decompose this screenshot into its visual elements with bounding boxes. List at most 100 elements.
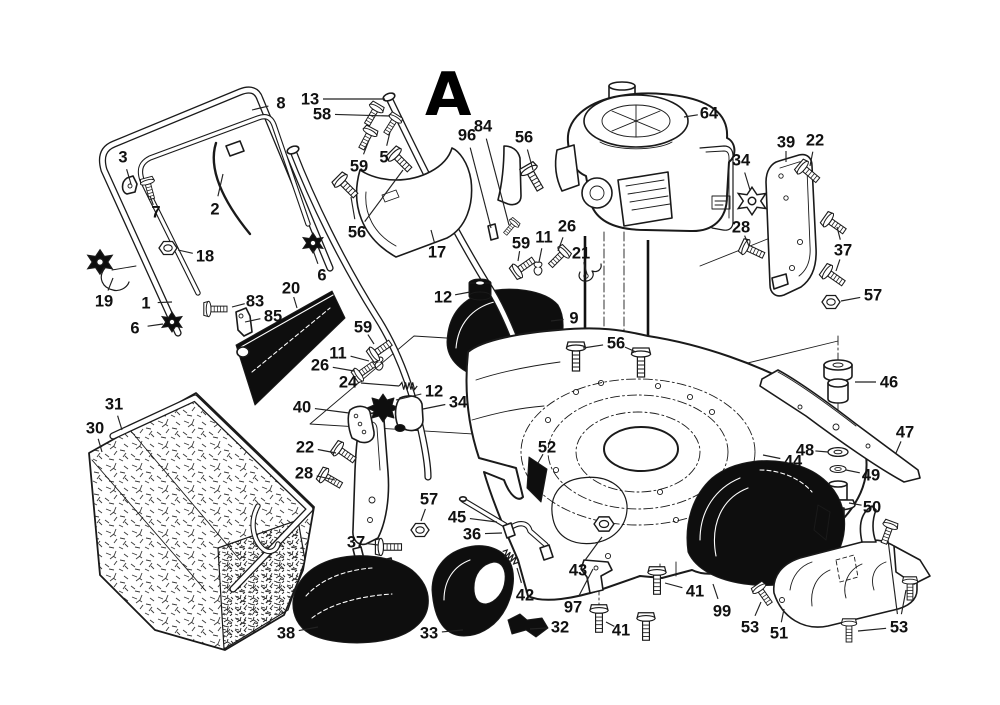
leader-line bbox=[484, 532, 503, 535]
washer-48 bbox=[827, 446, 849, 458]
callout-57-44: 57 bbox=[840, 287, 882, 305]
handle-knob-19 bbox=[87, 249, 137, 292]
hinge-bracket-36 bbox=[502, 521, 554, 561]
leader-line bbox=[386, 131, 391, 146]
leader-line bbox=[420, 508, 426, 522]
part-number-label: 53 bbox=[890, 619, 908, 637]
leader-line bbox=[350, 355, 370, 362]
part-number-label: 9 bbox=[569, 310, 578, 328]
part-number-label: 13 bbox=[301, 91, 319, 109]
callout-53-68: 53 bbox=[857, 539, 908, 637]
callout-28-42: 28 bbox=[732, 219, 750, 247]
drive-cover bbox=[686, 460, 846, 586]
callout-33-58: 33 bbox=[420, 625, 464, 643]
leader-line bbox=[582, 344, 604, 349]
callout-41-64: 41 bbox=[664, 582, 704, 601]
callout-37-28: 37 bbox=[347, 534, 379, 552]
leader-line bbox=[744, 235, 750, 247]
part-number-label: 34 bbox=[449, 394, 468, 412]
nut-43 bbox=[593, 516, 615, 532]
part-number-label: 47 bbox=[896, 424, 914, 442]
callout-56-31: 56 bbox=[515, 129, 534, 171]
callout-21-35: 21 bbox=[572, 245, 590, 275]
callout-17-13: 17 bbox=[428, 229, 446, 262]
leader-line bbox=[334, 113, 391, 117]
callout-59-32: 59 bbox=[512, 235, 530, 262]
part-number-label: 38 bbox=[277, 625, 295, 643]
rope-guide-3 bbox=[121, 175, 138, 195]
part-number-label: 33 bbox=[420, 625, 438, 643]
part-number-label: 44 bbox=[784, 453, 803, 471]
leader-line bbox=[516, 567, 522, 584]
leader-line bbox=[857, 627, 887, 632]
callout-53-66: 53 bbox=[741, 601, 762, 637]
leader-line bbox=[332, 366, 355, 372]
callout-11-19: 11 bbox=[329, 345, 370, 363]
callout-22-25: 22 bbox=[296, 439, 337, 457]
pivot-bracket-40 bbox=[347, 405, 375, 444]
leader-line bbox=[157, 301, 173, 304]
engine-bracket-right bbox=[765, 153, 817, 297]
callout-57-27: 57 bbox=[420, 491, 438, 522]
upper-handle bbox=[98, 86, 334, 337]
part-number-label: 59 bbox=[350, 158, 368, 176]
callout-20-17: 20 bbox=[282, 280, 300, 309]
callout-59-18: 59 bbox=[354, 319, 375, 345]
leader-line bbox=[840, 296, 861, 302]
callout-84-30: 84 bbox=[474, 118, 510, 226]
callout-3-3: 3 bbox=[118, 149, 132, 185]
leader-line bbox=[317, 448, 337, 454]
part-number-label: 48 bbox=[796, 442, 814, 460]
part-number-label: 28 bbox=[295, 465, 313, 483]
leader-line bbox=[117, 415, 123, 431]
part-number-label: 99 bbox=[713, 603, 731, 621]
callout-1-8: 1 bbox=[141, 295, 173, 313]
part-number-label: 52 bbox=[538, 439, 556, 457]
leader-line bbox=[367, 334, 375, 345]
part-number-label: 26 bbox=[558, 218, 576, 236]
bolt-59-upper bbox=[508, 252, 539, 281]
part-number-label: 37 bbox=[834, 242, 852, 260]
callout-56-12: 56 bbox=[348, 169, 404, 242]
part-number-label: 45 bbox=[448, 509, 466, 527]
side-guard-38 bbox=[292, 546, 429, 644]
callout-99-65: 99 bbox=[712, 583, 731, 621]
callout-32-59: 32 bbox=[529, 619, 569, 637]
leader-line bbox=[744, 172, 751, 191]
leader-line bbox=[312, 249, 319, 264]
blade-adapter-46 bbox=[823, 359, 853, 404]
handle-bracket-97 bbox=[580, 559, 613, 594]
part-number-label: 43 bbox=[569, 562, 587, 580]
leader-line bbox=[147, 323, 164, 327]
callout-50-51: 50 bbox=[848, 499, 881, 517]
callout-38-57: 38 bbox=[277, 625, 319, 643]
callout-2-5: 2 bbox=[210, 173, 224, 219]
leader-line bbox=[360, 382, 400, 387]
part-number-label: 6 bbox=[130, 320, 139, 338]
part-number-label: 59 bbox=[354, 319, 372, 337]
gear-housing bbox=[773, 505, 931, 628]
bail-handle bbox=[137, 114, 311, 296]
callout-48-48: 48 bbox=[796, 442, 829, 460]
callout-31-55: 31 bbox=[105, 396, 123, 431]
door-rod-45 bbox=[458, 495, 508, 528]
callout-34-24: 34 bbox=[422, 394, 468, 412]
part-number-label: 6 bbox=[317, 267, 326, 285]
leader-line bbox=[624, 346, 637, 353]
callout-59-11: 59 bbox=[350, 139, 370, 176]
part-number-label: 46 bbox=[880, 374, 898, 392]
part-number-label: 5 bbox=[379, 149, 388, 167]
bolt-59-top bbox=[354, 124, 380, 153]
leader-line bbox=[107, 277, 114, 291]
blade-47 bbox=[759, 369, 921, 483]
bolt-37-left bbox=[374, 537, 403, 557]
rear-deflector bbox=[235, 290, 346, 406]
part-number-label: 37 bbox=[347, 534, 365, 552]
part-number-label: 49 bbox=[862, 467, 880, 485]
part-number-label: 97 bbox=[564, 599, 582, 617]
part-number-label: 56 bbox=[348, 224, 366, 242]
part-number-label: 57 bbox=[420, 491, 438, 509]
pin-11-upper bbox=[533, 261, 543, 276]
